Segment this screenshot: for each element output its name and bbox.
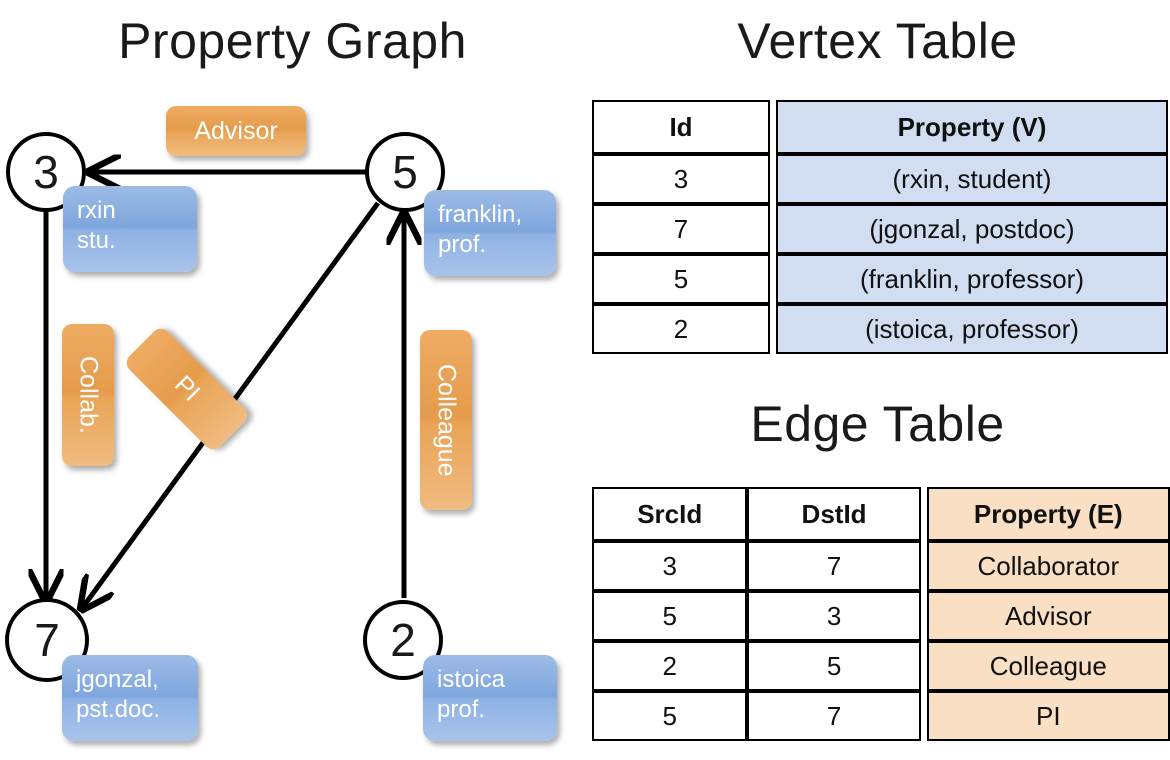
edge-property-cell: Collaborator <box>926 541 1170 591</box>
column-gap <box>770 304 776 354</box>
table-row: 5 (franklin, professor) <box>592 254 1168 304</box>
table-row: 3 (rxin, student) <box>592 154 1168 204</box>
edge-label-advisor: Advisor <box>166 106 306 156</box>
column-gap <box>920 691 927 741</box>
edge-label-collab: Collab. <box>62 324 114 466</box>
edge-table-header-row: SrcId DstId Property (E) <box>592 487 1170 541</box>
edge-table: SrcId DstId Property (E) 3 7 Collaborato… <box>592 487 1170 741</box>
vertex-table-header-row: Id Property (V) <box>592 100 1168 154</box>
table-row: 5 3 Advisor <box>592 591 1170 641</box>
column-gap <box>920 641 927 691</box>
edge-property-cell: Colleague <box>926 641 1170 691</box>
vertex-id-cell: 5 <box>592 254 770 304</box>
vertex-id-cell: 7 <box>592 204 770 254</box>
vertex-id-cell: 2 <box>592 304 770 354</box>
edge-srcid-cell: 5 <box>592 591 748 641</box>
column-gap <box>920 541 927 591</box>
page-title-property-graph: Property Graph <box>118 13 467 69</box>
node-property-box-3: rxin stu. <box>63 186 197 272</box>
column-gap <box>920 591 927 641</box>
column-gap <box>770 154 776 204</box>
node-property-box-7: jgonzal, pst.doc. <box>62 655 198 741</box>
node-property-line-2: prof. <box>438 231 487 258</box>
edge-srcid-cell: 3 <box>592 541 748 591</box>
vertex-property-cell: (rxin, student) <box>776 154 1168 204</box>
vertex-property-cell: (franklin, professor) <box>776 254 1168 304</box>
edge-srcid-cell: 2 <box>592 641 748 691</box>
page-title-edge-table: Edge Table <box>750 396 1005 452</box>
edge-property-cell: Advisor <box>926 591 1170 641</box>
column-gap <box>770 254 776 304</box>
edge-table-header-dstid: DstId <box>747 487 921 541</box>
node-property-box-5: franklin, prof. <box>424 190 556 276</box>
column-gap <box>770 100 776 154</box>
edge-table-header-property: Property (E) <box>926 487 1170 541</box>
table-row: 3 7 Collaborator <box>592 541 1170 591</box>
table-row: 2 5 Colleague <box>592 641 1170 691</box>
node-property-line-1: istoica <box>437 666 506 693</box>
vertex-property-cell: (jgonzal, postdoc) <box>776 204 1168 254</box>
edge-dstid-cell: 7 <box>747 541 921 591</box>
edge-label-colleague: Colleague <box>420 330 472 510</box>
column-gap <box>920 487 927 541</box>
table-row: 2 (istoica, professor) <box>592 304 1168 354</box>
property-graph-diagram: 3 5 7 2 rxin stu. franklin, prof. jgonza… <box>5 106 557 741</box>
page-title-vertex-table: Vertex Table <box>737 13 1018 69</box>
node-property-line-1: franklin, <box>438 201 523 228</box>
edge-dstid-cell: 7 <box>747 691 921 741</box>
node-property-line-2: pst.doc. <box>76 696 161 723</box>
edge-property-cell: PI <box>926 691 1170 741</box>
graph-node-5[interactable]: 5 <box>365 132 445 212</box>
edge-table-header-srcid: SrcId <box>592 487 748 541</box>
node-property-box-2: istoica prof. <box>423 655 557 741</box>
column-gap <box>770 204 776 254</box>
table-row: 7 (jgonzal, postdoc) <box>592 204 1168 254</box>
node-property-line-1: rxin <box>77 197 116 224</box>
edge-dstid-cell: 3 <box>747 591 921 641</box>
vertex-table-header-property: Property (V) <box>776 100 1168 154</box>
node-property-line-2: stu. <box>77 227 116 254</box>
node-property-line-2: prof. <box>437 696 486 723</box>
vertex-table-header-id: Id <box>592 100 770 154</box>
vertex-id-cell: 3 <box>592 154 770 204</box>
node-property-line-1: jgonzal, <box>76 666 159 693</box>
graph-node-2[interactable]: 2 <box>363 600 443 680</box>
edge-dstid-cell: 5 <box>747 641 921 691</box>
vertex-property-cell: (istoica, professor) <box>776 304 1168 354</box>
edge-srcid-cell: 5 <box>592 691 748 741</box>
table-row: 5 7 PI <box>592 691 1170 741</box>
vertex-table: Id Property (V) 3 (rxin, student) 7 (jgo… <box>592 100 1168 354</box>
